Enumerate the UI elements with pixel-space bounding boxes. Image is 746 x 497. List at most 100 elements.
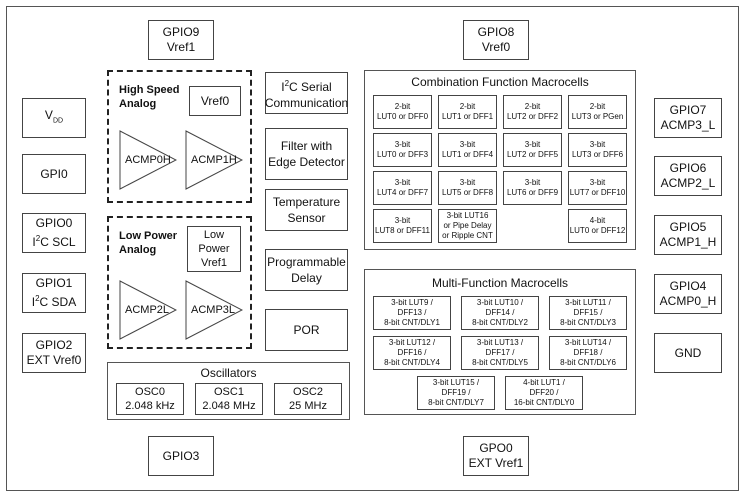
macrocell-label: 3-bit	[394, 140, 411, 149]
macrocell-label: 8-bit CNT/DLY2	[472, 318, 528, 327]
macrocell-label: LUT3 or PGen	[571, 112, 624, 121]
block-label: Power	[198, 243, 230, 255]
block-label: Low	[203, 229, 225, 241]
macrocell-label: or Ripple CNT	[442, 231, 493, 240]
vref0-block: Vref0	[189, 86, 241, 116]
macrocell-label: LUT4 or DFF7	[376, 188, 429, 197]
block-label: Edge Detector	[268, 155, 345, 169]
macrocell-label: 2-bit	[459, 102, 476, 111]
macrocell-label: LUT7 or DFF10	[569, 188, 626, 197]
pin-label: GPIO8	[477, 25, 515, 39]
macrocell-label: 8-bit CNT/DLY5	[472, 358, 528, 367]
block-label-superscript: 2	[284, 78, 290, 88]
pin-label: C SDA	[39, 295, 77, 309]
block-label: I	[281, 79, 285, 94]
pin-label-superscript: 2	[35, 294, 40, 303]
macrocell-label: LUT6 or DFF9	[506, 188, 559, 197]
acmp1h-label: ACMP1H	[191, 154, 237, 166]
acmp3l-comparator-icon	[185, 280, 243, 340]
pin-label: EXT Vref0	[26, 353, 82, 367]
pin-label: GPI0	[40, 166, 68, 181]
multi-function-macrocell: 3-bit LUT11 /DFF15 /8-bit CNT/DLY3	[549, 296, 627, 330]
macrocell-label: 3-bit	[394, 216, 411, 225]
osc2-block: OSC2 25 MHz	[274, 383, 342, 415]
macrocell-label: 8-bit CNT/DLY6	[560, 358, 616, 367]
multi-function-macrocell: 3-bit LUT10 /DFF14 /8-bit CNT/DLY2	[461, 296, 539, 330]
block-label: Sensor	[287, 211, 326, 225]
block-label: Communication	[264, 95, 349, 110]
macrocell-label: 3-bit	[459, 178, 476, 187]
macrocell-label: 4-bit	[589, 216, 606, 225]
pin-label: GPIO3	[162, 448, 200, 463]
macrocell-label: 2-bit	[524, 102, 541, 111]
macrocell-label: 3-bit LUT13 /	[476, 338, 524, 347]
macrocell-label: LUT8 or DFF11	[375, 226, 430, 235]
multi-function-macrocell: 3-bit LUT9 /DFF13 /8-bit CNT/DLY1	[373, 296, 451, 330]
macrocell-label: LUT2 or DFF2	[506, 112, 559, 121]
macrocell-label: 3-bit LUT11 /	[565, 298, 611, 307]
block-label: Temperature	[272, 195, 341, 209]
macrocell-label: or Pipe Delay	[443, 221, 492, 230]
macrocell-label: 16-bit CNT/DLY0	[513, 398, 575, 407]
pin-label: GND	[674, 345, 702, 360]
pin-label-superscript: 2	[35, 234, 41, 243]
por-block: POR	[265, 309, 348, 351]
acmp0h-label: ACMP0H	[125, 154, 171, 166]
acmp2l-comparator-icon	[119, 280, 177, 340]
block-label: OSC2	[293, 386, 323, 398]
pin-label: ACMP1_H	[659, 235, 717, 249]
acmp3l-label: ACMP3L	[191, 304, 236, 316]
block-label: Vref0	[200, 94, 230, 108]
macrocell-label: 3-bit LUT16	[446, 211, 489, 220]
block-label: 2.048 kHz	[125, 400, 175, 412]
macrocell-label: DFF14 /	[485, 308, 515, 317]
pin-label: I	[31, 295, 36, 309]
pin-label: GPIO6	[669, 161, 707, 175]
macrocell-label: LUT5 or DFF8	[441, 188, 494, 197]
oscillators-title: Oscillators	[200, 366, 257, 380]
pin-label: EXT Vref1	[468, 456, 524, 470]
pin-label-subscript: DD	[52, 117, 64, 125]
pin-label: V	[44, 107, 53, 122]
macrocell-label: 8-bit CNT/DLY7	[428, 398, 484, 407]
block-label: OSC1	[214, 386, 244, 398]
macrocell-label: DFF17 /	[485, 348, 515, 357]
macrocell-label: DFF15 /	[573, 308, 603, 317]
block-label: POR	[293, 323, 320, 337]
macrocell-label: 3-bit	[459, 140, 476, 149]
macrocell-label: DFF13 /	[397, 308, 427, 317]
chip-outline	[6, 6, 739, 491]
macrocell-label: LUT1 or DFF4	[441, 150, 494, 159]
pin-label: GPIO7	[669, 103, 707, 117]
block-label: 25 MHz	[289, 400, 327, 412]
macrocell-label: 3-bit LUT14 /	[564, 338, 612, 347]
multi-function-macrocell: 4-bit LUT1 /DFF20 /16-bit CNT/DLY0	[505, 376, 583, 410]
multi-function-macrocell: 3-bit LUT13 /DFF17 /8-bit CNT/DLY5	[461, 336, 539, 370]
macrocell-label: 3-bit	[394, 178, 411, 187]
multi-function-macrocell: 3-bit LUT12 /DFF16 /8-bit CNT/DLY4	[373, 336, 451, 370]
macrocell-label: 4-bit LUT1 /	[523, 378, 565, 387]
